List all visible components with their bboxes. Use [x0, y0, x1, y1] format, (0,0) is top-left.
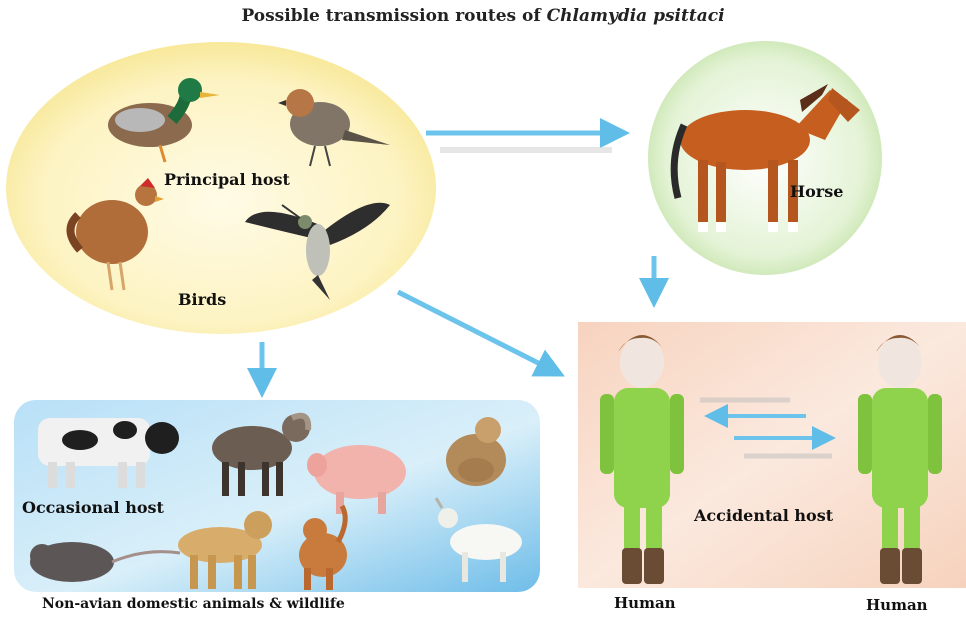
birds-label: Birds — [178, 290, 226, 309]
occasional-host-label: Occasional host — [22, 498, 164, 517]
human-right-label: Human — [866, 596, 928, 614]
accidental-host-label: Accidental host — [694, 506, 833, 525]
non-avian-caption: Non-avian domestic animals & wildlife — [42, 596, 345, 612]
arrow-birds-to-human — [398, 292, 556, 372]
principal-host-label: Principal host — [164, 170, 290, 189]
arrow-birds-to-horse — [426, 133, 620, 150]
horse-label: Horse — [790, 182, 843, 201]
human-left-label: Human — [614, 594, 676, 612]
